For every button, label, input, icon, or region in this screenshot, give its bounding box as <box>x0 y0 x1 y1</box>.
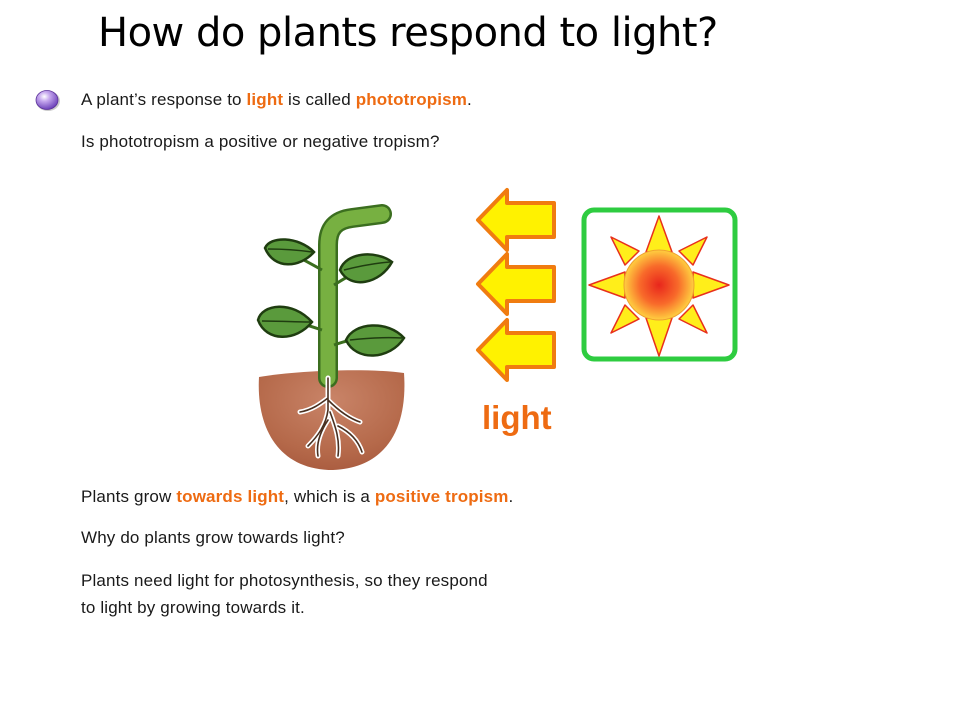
arrow-left-icon <box>476 318 556 382</box>
conclusion-text-a: Plants grow <box>81 487 177 506</box>
conclusion-answer-line-2: to light by growing towards it. <box>81 598 305 617</box>
plant-roots <box>297 375 365 459</box>
plant-icon <box>256 204 406 470</box>
arrow-left-icon <box>476 252 556 316</box>
conclusion-answer-line-1: Plants need light for photosynthesis, so… <box>81 571 488 590</box>
soil-mound <box>258 370 405 470</box>
leaf-lower-right <box>344 324 406 357</box>
highlight-light: light <box>246 90 284 109</box>
highlight-phototropism: phototropism <box>355 90 468 109</box>
conclusion-text-b: , which is a <box>284 487 375 506</box>
intro-text-c: . <box>467 90 472 109</box>
sun-disc <box>623 249 695 321</box>
intro-text-b: is called <box>283 90 356 109</box>
highlight-towards-light: towards light <box>176 487 285 506</box>
sun-icon <box>581 207 738 362</box>
intro-text-a: A plant’s response to <box>81 90 247 109</box>
conclusion-line-1: Plants grow towards light, which is a po… <box>81 486 513 508</box>
conclusion-question: Why do plants grow towards light? <box>81 528 345 547</box>
conclusion-text-c: . <box>508 487 514 506</box>
arrow-left-icon <box>476 188 556 252</box>
slide-title: How do plants respond to light? <box>98 10 718 56</box>
leaf-lower-left <box>256 305 314 338</box>
intro-question: Is phototropism a positive or negative t… <box>81 132 440 151</box>
sun-rays <box>588 215 730 357</box>
bullet-icon <box>35 90 60 111</box>
light-label: light <box>482 399 552 436</box>
intro-line-1: A plant’s response to light is called ph… <box>81 89 472 111</box>
highlight-positive-tropism: positive tropism <box>374 487 509 506</box>
leaf-upper-right <box>338 253 394 284</box>
plant-stem <box>318 204 392 388</box>
sun-frame <box>581 207 738 362</box>
leaf-upper-left <box>263 238 316 266</box>
